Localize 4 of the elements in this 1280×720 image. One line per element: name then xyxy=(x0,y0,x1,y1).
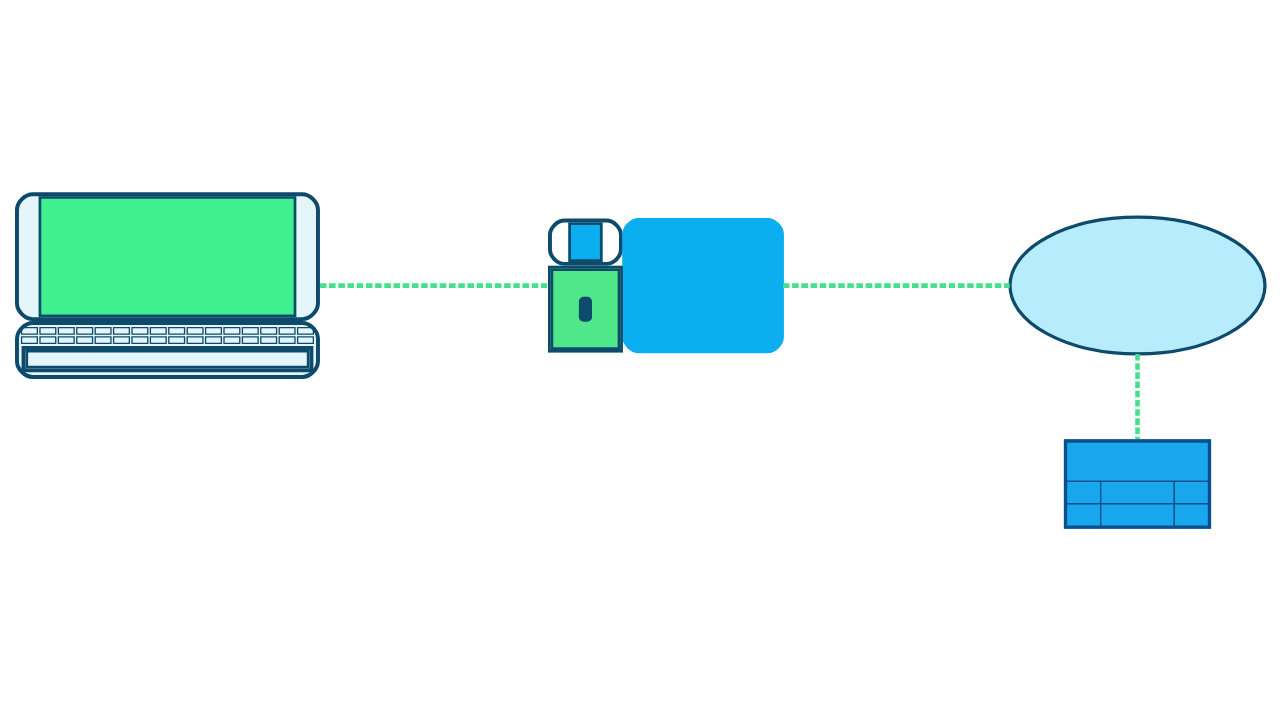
connector xyxy=(1135,353,1140,439)
connector xyxy=(319,282,548,288)
connector xyxy=(783,282,1010,288)
node-cloud xyxy=(1008,215,1267,356)
